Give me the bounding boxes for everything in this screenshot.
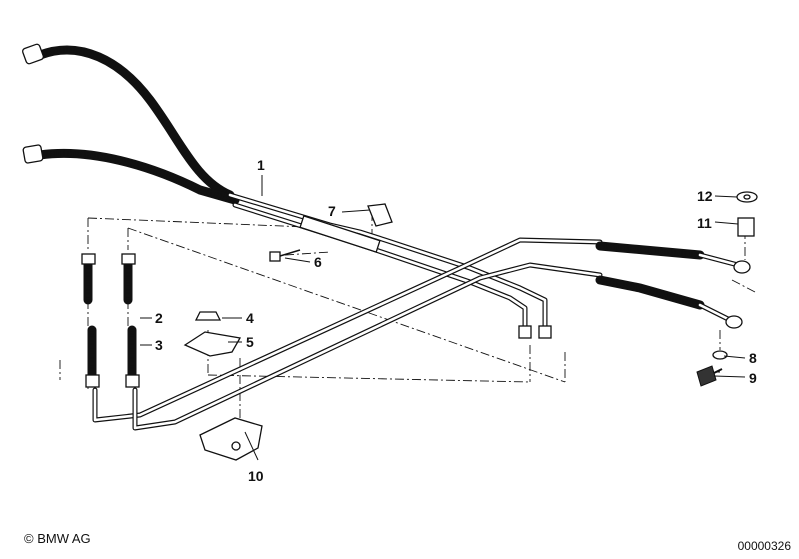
callout-labels: 1 2 3 4 5 6 7 8 9 10 11 12 [155,157,757,484]
callout-10: 10 [248,468,264,484]
leader-lines [140,175,746,461]
callout-11: 11 [697,215,712,231]
copyright-text: © BMW AG [24,531,91,546]
callout-12: 12 [697,188,713,204]
callout-4: 4 [246,310,254,326]
assembly-guide-lines [59,212,756,420]
diagram-code: 00000326 [737,539,791,553]
callout-1: 1 [257,157,265,173]
callout-6: 6 [314,254,322,270]
callout-3: 3 [155,337,163,353]
cross-pipe-assembly [92,237,751,431]
callout-8: 8 [749,350,757,366]
callout-5: 5 [246,334,254,350]
small-parts [183,191,758,461]
vertical-hoses [81,253,140,388]
upper-hose-assembly [22,43,552,339]
callout-9: 9 [749,370,757,386]
callout-2: 2 [155,310,163,326]
callout-7: 7 [328,203,336,219]
